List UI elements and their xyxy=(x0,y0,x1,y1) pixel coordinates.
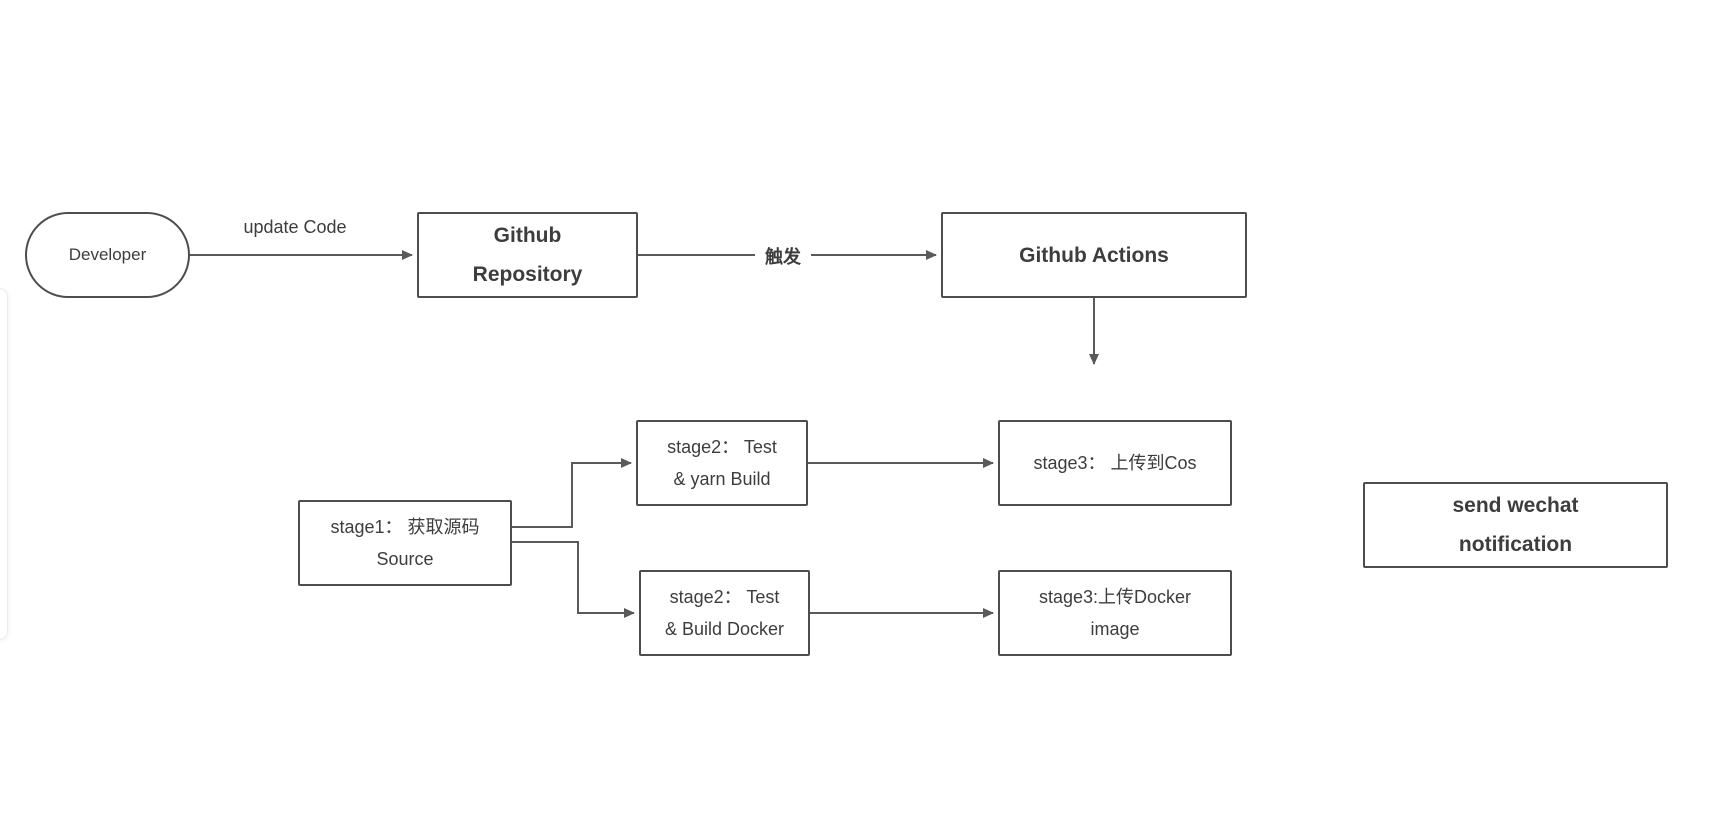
node-stage3-upload-cos[interactable]: stage3： 上传到Cos xyxy=(998,420,1232,506)
node-developer[interactable]: Developer xyxy=(25,212,190,298)
node-stage1-line2: Source xyxy=(376,549,434,569)
node-stage3-cos-label: stage3： 上传到Cos xyxy=(1033,453,1197,473)
node-github-repository[interactable]: Github Repository xyxy=(417,212,638,298)
node-github-actions-label: Github Actions xyxy=(1019,243,1169,267)
node-stage3-docker-line1: stage3:上传Docker xyxy=(1038,587,1192,607)
node-send-wechat-notification[interactable]: send wechat notification xyxy=(1363,482,1668,568)
node-stage2-yarn-line2: & yarn Build xyxy=(673,469,771,489)
node-send-wechat-line1: send wechat xyxy=(1452,494,1579,517)
node-developer-label: Developer xyxy=(68,245,147,264)
node-stage2-docker-line1: stage2： Test xyxy=(669,587,780,607)
node-stage2-yarn-line1: stage2： Test xyxy=(667,437,777,457)
node-github-actions[interactable]: Github Actions xyxy=(941,212,1247,298)
edge-label-update-code[interactable]: update Code xyxy=(243,217,347,237)
node-stage2-yarn-build[interactable]: stage2： Test & yarn Build xyxy=(636,420,808,506)
node-stage2-build-docker[interactable]: stage2： Test & Build Docker xyxy=(639,570,810,656)
node-github-repository-line1: Github xyxy=(493,224,562,247)
edge-label-trigger[interactable]: 触发 xyxy=(755,243,811,269)
node-stage3-docker-line2: image xyxy=(1090,619,1140,639)
edge-stage1-to-stage2-docker[interactable] xyxy=(512,541,635,618)
node-send-wechat-line2: notification xyxy=(1458,533,1573,556)
edge-stage1-to-stage2-yarn[interactable] xyxy=(512,458,632,528)
collapsed-panel-edge xyxy=(0,288,8,640)
node-stage1-source[interactable]: stage1： 获取源码 Source xyxy=(298,500,512,586)
node-stage2-docker-line2: & Build Docker xyxy=(664,619,785,639)
node-github-repository-line2: Repository xyxy=(472,263,583,286)
node-stage3-upload-docker-image[interactable]: stage3:上传Docker image xyxy=(998,570,1232,656)
node-stage1-line1: stage1： 获取源码 xyxy=(330,517,480,537)
